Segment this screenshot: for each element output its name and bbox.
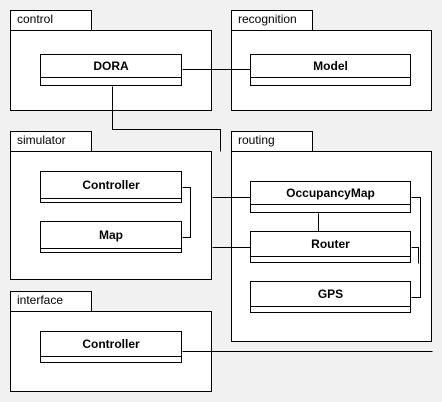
class-divider (41, 356, 181, 357)
class-occupancymap: OccupancyMap (250, 181, 411, 213)
class-divider (41, 248, 181, 249)
class-gps: GPS (250, 281, 411, 313)
class-divider (251, 306, 410, 307)
package-tab-recognition: recognition (231, 10, 313, 30)
package-label-simulator: simulator (17, 133, 66, 147)
class-name: Controller (82, 178, 140, 192)
class-name: OccupancyMap (286, 186, 375, 200)
class-divider (251, 256, 410, 257)
package-label-control: control (17, 12, 54, 26)
class-iface-controller: Controller (40, 331, 182, 363)
class-name: Map (99, 228, 123, 242)
package-tab-control: control (10, 10, 92, 30)
package-tab-routing: routing (231, 131, 313, 151)
package-label-recognition: recognition (238, 12, 297, 26)
class-name: Model (313, 59, 348, 73)
package-label-interface: interface (17, 293, 64, 307)
class-map: Map (40, 221, 182, 253)
class-divider (41, 198, 181, 199)
class-name: Router (311, 237, 350, 251)
class-divider (251, 77, 410, 78)
class-model: Model (250, 54, 411, 86)
class-divider (251, 204, 410, 205)
package-tab-simulator: simulator (10, 131, 92, 151)
package-label-routing: routing (238, 133, 275, 147)
class-name: Controller (82, 337, 140, 351)
package-tab-interface: interface (10, 291, 92, 311)
class-sim-controller: Controller (40, 171, 182, 203)
class-divider (41, 77, 181, 78)
class-name: DORA (93, 59, 129, 73)
class-router: Router (250, 231, 411, 263)
class-name: GPS (317, 287, 344, 301)
class-dora: DORA (40, 54, 182, 86)
